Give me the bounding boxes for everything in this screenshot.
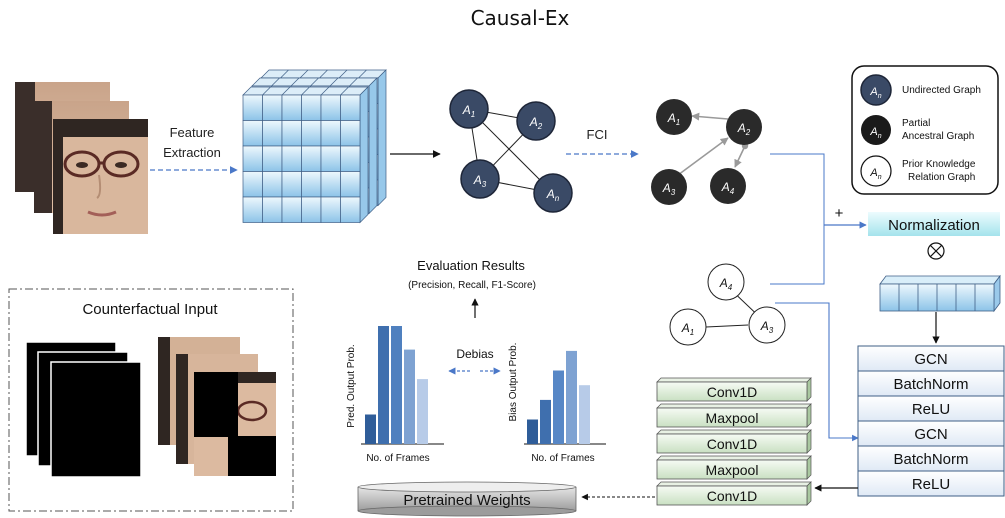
legend-prior-knowledge-graph: An Prior Knowledge Relation Graph bbox=[860, 155, 976, 187]
black-frame-stack bbox=[25, 341, 142, 478]
undirected-graph: A1 A2 A3 An bbox=[449, 89, 573, 213]
gcn-stack-layer: GCN bbox=[857, 345, 1005, 372]
counterfactual-input-panel: Counterfactual Input bbox=[8, 288, 294, 512]
bar bbox=[579, 385, 590, 444]
gcn-stack-label: BatchNorm bbox=[893, 376, 968, 393]
partial-ancestral-graph: A1 A2 A3 A4 bbox=[651, 99, 762, 205]
bar bbox=[553, 370, 564, 444]
gcn-stack-layer: BatchNorm bbox=[857, 370, 1005, 397]
gcn-stack-layer: BatchNorm bbox=[857, 445, 1005, 472]
node-a1-prior: A1 bbox=[669, 308, 707, 346]
node-a4-prior: A4 bbox=[707, 263, 745, 301]
pretrained-weights-label: Pretrained Weights bbox=[403, 492, 530, 509]
legend-undirected-graph: An Undirected Graph bbox=[860, 74, 981, 106]
pretrained-weights-cylinder: Pretrained Weights bbox=[357, 481, 577, 517]
node-a3-pag: A3 bbox=[651, 169, 687, 205]
gcn-stack-label: ReLU bbox=[912, 476, 950, 493]
graph-legend: An Undirected Graph An Partial Ancestral… bbox=[851, 65, 999, 195]
feature-extraction-label-line1: Feature bbox=[170, 125, 215, 140]
node-a2-undirected: A2 bbox=[516, 101, 556, 141]
bar bbox=[417, 379, 428, 444]
gcn-stack-layer: GCN bbox=[857, 420, 1005, 447]
bar bbox=[404, 349, 415, 444]
prior-knowledge-graph: A4 A1 A3 bbox=[669, 263, 786, 346]
bias-output-bars bbox=[527, 350, 590, 444]
tensor-product-symbol bbox=[927, 242, 945, 260]
pred-output-ylabel: Pred. Output Prob. bbox=[346, 344, 357, 427]
conv-stack-layer: Maxpool bbox=[656, 403, 812, 428]
conv-stack-label: Maxpool bbox=[706, 462, 759, 478]
masked-face-stack bbox=[158, 337, 276, 476]
legend-undirected-label: Undirected Graph bbox=[902, 85, 981, 96]
node-a1-pag: A1 bbox=[656, 99, 692, 135]
legend-partial-ancestral-graph: An Partial Ancestral Graph bbox=[861, 115, 974, 145]
legend-partial-label-line2: Ancestral Graph bbox=[902, 131, 974, 142]
debias-label: Debias bbox=[456, 347, 493, 361]
diagram-title: Causal-Ex bbox=[471, 6, 570, 30]
bar bbox=[365, 414, 376, 444]
bar bbox=[391, 326, 402, 444]
pred-output-bar-chart: Pred. Output Prob. No. of Frames bbox=[346, 326, 444, 464]
face-image-stack bbox=[15, 82, 148, 234]
conv-stack-layer: Conv1D bbox=[656, 429, 812, 454]
gcn-stack-label: ReLU bbox=[912, 401, 950, 418]
conv-stack-layer: Conv1D bbox=[656, 481, 812, 506]
gcn-stack-layer: ReLU bbox=[857, 470, 1005, 497]
normalization-block: Normalization bbox=[868, 212, 1000, 236]
feature-tensor-cube bbox=[242, 69, 387, 224]
node-a1-undirected: A1 bbox=[449, 89, 489, 129]
face-frame-front bbox=[53, 119, 148, 234]
evaluation-metrics: (Precision, Recall, F1-Score) bbox=[408, 280, 536, 291]
normalized-feature-vector bbox=[879, 274, 1001, 313]
conv-stack-label: Conv1D bbox=[707, 488, 758, 504]
plus-sign: + bbox=[835, 205, 844, 222]
bar bbox=[527, 419, 538, 444]
node-a2-pag: A2 bbox=[726, 109, 762, 145]
evaluation-title: Evaluation Results bbox=[417, 258, 525, 273]
conv-stack-layer: Maxpool bbox=[656, 455, 812, 480]
feature-extraction-label-line2: Extraction bbox=[163, 145, 221, 160]
node-a3-undirected: A3 bbox=[460, 159, 500, 199]
conv-stack-label: Conv1D bbox=[707, 436, 758, 452]
pred-output-xlabel: No. of Frames bbox=[366, 453, 429, 464]
legend-prior-label-line1: Prior Knowledge bbox=[902, 159, 976, 170]
bar bbox=[566, 350, 577, 444]
node-a3-prior: A3 bbox=[748, 306, 786, 344]
pred-output-bars bbox=[365, 326, 428, 444]
conv-stack-layer: Conv1D bbox=[656, 377, 812, 402]
bias-output-xlabel: No. of Frames bbox=[531, 453, 594, 464]
counterfactual-input-title: Counterfactual Input bbox=[82, 301, 218, 318]
conv-stack-label: Conv1D bbox=[707, 384, 758, 400]
gcn-stack-label: GCN bbox=[914, 351, 947, 368]
gcn-stack-label: BatchNorm bbox=[893, 451, 968, 468]
conv-stack-label: Maxpool bbox=[706, 410, 759, 426]
bias-output-bar-chart: Bias Output Prob. No. of Frames bbox=[508, 343, 606, 464]
pag-to-normalization-connector bbox=[770, 153, 825, 285]
prior-graph-to-gcn-connector bbox=[775, 302, 859, 442]
normalization-label: Normalization bbox=[888, 217, 980, 234]
node-an-undirected: An bbox=[533, 173, 573, 213]
fci-label: FCI bbox=[587, 127, 608, 142]
cube-slab bbox=[242, 86, 369, 224]
legend-prior-label-line2: Relation Graph bbox=[908, 172, 975, 183]
bar bbox=[540, 399, 551, 444]
legend-partial-label-line1: Partial bbox=[902, 118, 930, 129]
gcn-stack-label: GCN bbox=[914, 426, 947, 443]
bar bbox=[378, 326, 389, 444]
bias-output-ylabel: Bias Output Prob. bbox=[508, 343, 519, 422]
gcn-stack-layer: ReLU bbox=[857, 395, 1005, 422]
node-a4-pag: A4 bbox=[710, 168, 746, 204]
